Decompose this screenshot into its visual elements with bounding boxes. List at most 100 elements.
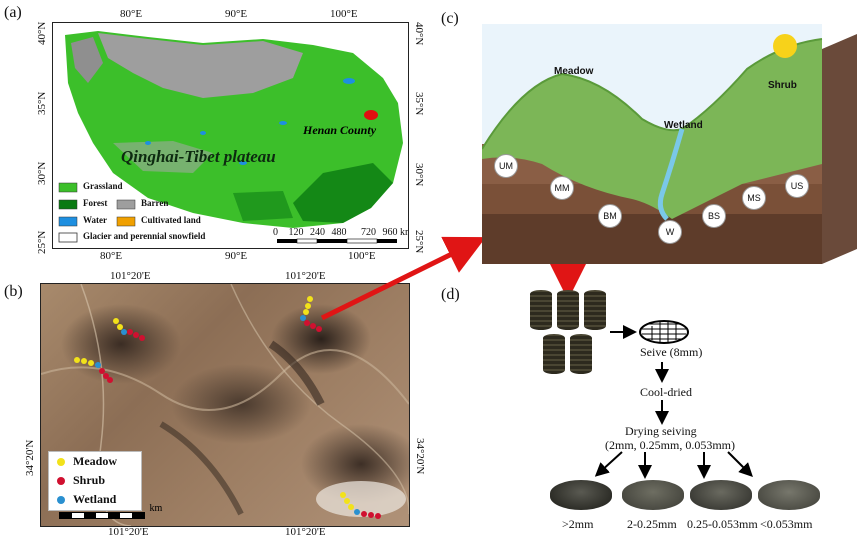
panel-label-d: (d) — [441, 286, 460, 303]
scalebar-tick: 120 — [288, 227, 304, 238]
shrub-point — [127, 329, 133, 335]
lon-tick-bottom: 100°E — [348, 250, 376, 262]
wetland-point — [95, 362, 101, 368]
scalebar-tick: 960 — [382, 227, 398, 238]
legend-forest: Forest — [83, 198, 108, 208]
lake — [279, 121, 287, 125]
site-ms: MS — [742, 186, 766, 210]
fraction-heap-large — [550, 480, 612, 510]
scalebar-unit: km — [400, 227, 408, 238]
legend-shrub: Shrub — [73, 473, 106, 487]
shrub-point — [316, 326, 322, 332]
shrub-point — [99, 368, 105, 374]
fraction-label: <0.053mm — [760, 517, 813, 531]
lon-tick-bottom: 80°E — [100, 250, 123, 262]
site-bs: BS — [702, 204, 726, 228]
county-label: Henan County — [303, 123, 377, 137]
meadow-point — [81, 358, 87, 364]
landscape-diagram: Meadow Wetland Shrub UM MM BM W BS MS US — [481, 24, 857, 264]
site-bm: BM — [598, 204, 622, 228]
fraction-heap-fine — [758, 480, 820, 510]
shrub-point — [107, 377, 113, 383]
legend-grassland: Grassland — [83, 181, 123, 191]
fraction-heap-small — [690, 480, 752, 510]
soil-core — [543, 334, 565, 374]
legend-row: Shrub — [49, 471, 141, 490]
site-us: US — [785, 174, 809, 198]
meadow-point — [340, 492, 346, 498]
panel-label-a: (a) — [4, 4, 22, 21]
shrub-point — [375, 513, 381, 519]
step-drying-seiving: Drying seiving — [625, 424, 697, 438]
legend-swatch-cultivated — [116, 216, 136, 227]
legend-cultivated: Cultivated land — [141, 215, 201, 225]
legend-swatch-glacier — [58, 232, 78, 243]
legend-water: Water — [83, 215, 107, 225]
meadow-point — [307, 296, 313, 302]
barren-area — [98, 33, 303, 98]
site-um: UM — [494, 154, 518, 178]
lon-tick-bottom: 101°20'E — [285, 526, 326, 538]
vegetation-legend: Meadow Shrub Wetland — [48, 451, 142, 511]
fraction-heap-medium — [622, 480, 684, 510]
scalebar-segment — [377, 239, 397, 243]
legend-swatch-barren — [116, 199, 136, 210]
shrub-point — [304, 320, 310, 326]
shrub-point — [133, 332, 139, 338]
legend-glacier: Glacier and perennial snowfield — [83, 231, 206, 241]
zone-label-shrub: Shrub — [768, 80, 797, 91]
shrub-point — [139, 335, 145, 341]
panel-label-b: (b) — [4, 283, 23, 300]
legend-wetland: Wetland — [73, 492, 117, 506]
meadow-point — [74, 357, 80, 363]
shrub-dot-icon — [57, 476, 65, 485]
meadow-point — [88, 360, 94, 366]
meadow-point — [117, 324, 123, 330]
fraction-label: >2mm — [562, 517, 594, 531]
scalebar-segment — [277, 239, 297, 243]
arrow-b-to-c — [320, 236, 486, 321]
lake — [343, 78, 355, 84]
lon-tick-top: 80°E — [120, 8, 143, 20]
step-cool-dried: Cool-dried — [640, 385, 692, 399]
meadow-point — [113, 318, 119, 324]
wetland-point — [354, 509, 360, 515]
lon-tick-top: 90°E — [225, 8, 248, 20]
meadow-point — [344, 498, 350, 504]
scalebar-tick: 480 — [331, 227, 347, 238]
soil-core — [530, 290, 552, 330]
scalebar-tick: 720 — [361, 227, 376, 238]
scalebar-tick: 240 — [310, 227, 325, 238]
step-sieve: Seive (8mm) — [640, 345, 703, 359]
legend-barren: Barren — [141, 198, 169, 208]
scalebar-tick: 0 — [273, 227, 278, 238]
scalebar-labels: 0 120 240 480 720 960 km — [273, 227, 408, 238]
meadow-dot-icon — [57, 457, 65, 466]
legend-row: Meadow — [49, 452, 141, 471]
landscape-svg — [481, 24, 857, 264]
barren-area — [113, 141, 213, 173]
scalebar — [59, 512, 145, 519]
shrub-point — [368, 512, 374, 518]
meadow-point — [303, 309, 309, 315]
terrain-svg — [41, 284, 409, 526]
zone-label-meadow: Meadow — [554, 66, 594, 77]
site-mm: MM — [550, 176, 574, 200]
lake — [200, 131, 206, 135]
barren-area — [71, 37, 103, 83]
wetland-point — [300, 315, 306, 321]
scalebar-unit: km — [149, 503, 163, 514]
soil-core — [557, 290, 579, 330]
henan-county-marker — [364, 110, 378, 120]
lon-tick-top: 101°20'E — [285, 270, 326, 282]
forest-area — [293, 163, 393, 223]
lon-tick-top: 100°E — [330, 8, 358, 20]
meadow-point — [305, 303, 311, 309]
lon-tick-top: 101°20'E — [110, 270, 151, 282]
legend-swatch-forest — [58, 199, 78, 210]
legend-swatch-grassland — [58, 182, 78, 193]
fraction-label: 2-0.25mm — [627, 517, 677, 531]
zone-label-wetland: Wetland — [664, 120, 703, 131]
plateau-map-svg — [58, 31, 403, 244]
